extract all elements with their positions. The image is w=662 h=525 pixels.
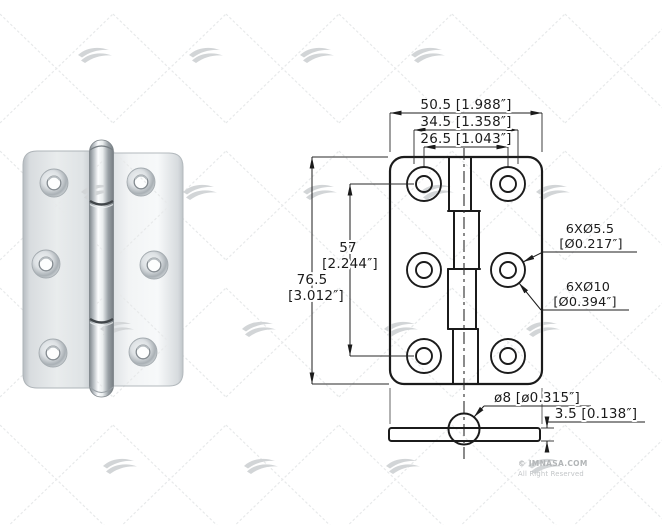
copyright-line2: All Right Reserved [518, 470, 584, 478]
copyright-line1: © IMNASA.COM [518, 459, 588, 468]
copyright-notice: © IMNASA.COM All Right Reserved [518, 459, 588, 478]
